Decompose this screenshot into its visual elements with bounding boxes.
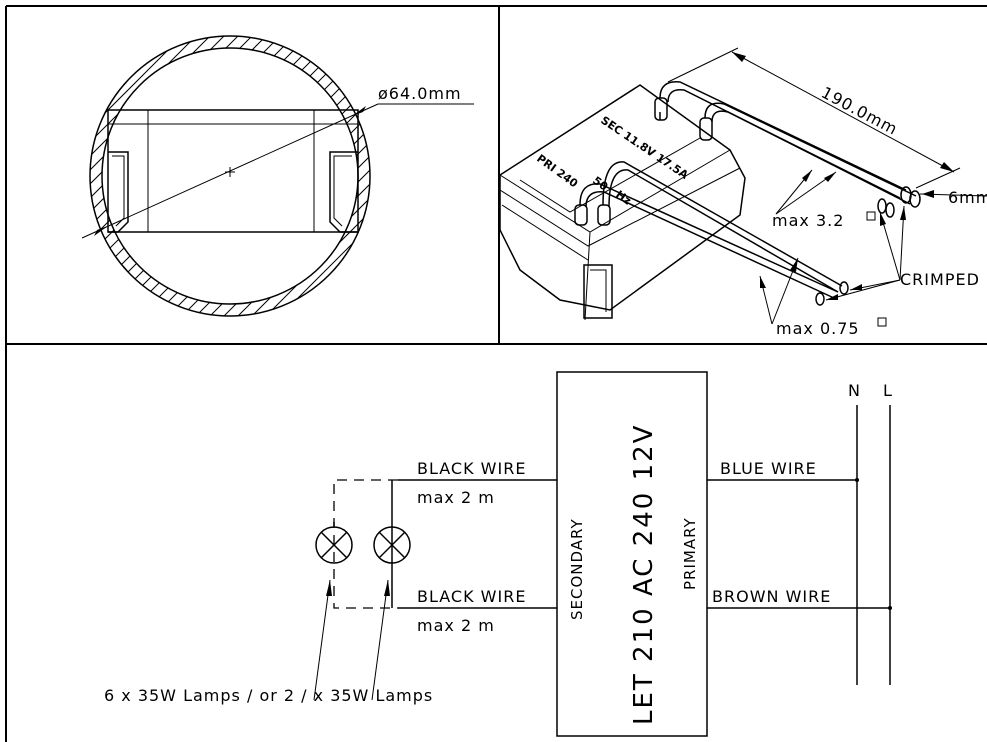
black-wire-top-length: max 2 m bbox=[417, 488, 495, 507]
brown-wire-label: BROWN WIRE bbox=[712, 587, 831, 606]
hatch-line bbox=[90, 36, 203, 316]
transformer-box bbox=[556, 371, 708, 737]
length-dimension-line bbox=[731, 51, 955, 173]
hatch-line bbox=[90, 36, 231, 316]
hatch-line bbox=[90, 36, 273, 316]
diameter-label: ø64.0mm bbox=[378, 84, 462, 103]
hatch-line bbox=[90, 36, 301, 316]
diameter-dimension-line bbox=[81, 103, 379, 239]
primary-side-label: PRIMARY bbox=[681, 517, 699, 590]
hatch-line bbox=[90, 36, 287, 316]
transformer-housing bbox=[499, 84, 746, 311]
hatch-line bbox=[90, 36, 315, 316]
lamp-note: 6 x 35W Lamps / or 2 / x 35W Lamps bbox=[104, 686, 433, 705]
isometric-view: SEC 11.8V 17.5A PRI 240 50 Hz 190.0mm 6m… bbox=[499, 47, 987, 338]
lamp-2-icon bbox=[373, 526, 411, 564]
transformer-label: LET 210 AC 240 12V bbox=[629, 424, 659, 725]
wire-diameter-label: 6mm bbox=[948, 188, 987, 207]
secondary-side-label: SECONDARY bbox=[568, 518, 586, 620]
hatch-line bbox=[90, 36, 245, 316]
hatch-line bbox=[90, 36, 370, 316]
lamp-1-icon bbox=[315, 522, 353, 564]
square-mm-symbol-2 bbox=[877, 317, 887, 327]
drawing-frame bbox=[5, 5, 987, 742]
hatch-line bbox=[259, 36, 370, 316]
hatch-line bbox=[203, 36, 370, 316]
hatch-line bbox=[90, 36, 119, 316]
length-label: 190.0mm bbox=[818, 83, 901, 139]
hatch-line bbox=[90, 36, 105, 316]
transformer-body bbox=[107, 109, 359, 233]
hatch-line bbox=[357, 36, 370, 316]
right-clip bbox=[329, 151, 358, 233]
primary-rating-marking: PRI 240 bbox=[534, 152, 580, 191]
black-wire-bottom-label: BLACK WIRE bbox=[417, 587, 526, 606]
hatch-line bbox=[90, 36, 161, 316]
live-label: L bbox=[883, 381, 893, 400]
black-wire-bottom-length: max 2 m bbox=[417, 616, 495, 635]
hatch-line bbox=[231, 36, 370, 316]
secondary-rating-marking: SEC 11.8V 17.5A bbox=[598, 114, 691, 182]
square-mm-symbol bbox=[866, 211, 876, 221]
hatch-line bbox=[90, 36, 133, 316]
hatch-line bbox=[90, 36, 91, 316]
hatch-line bbox=[90, 36, 370, 316]
hatch-line bbox=[217, 36, 370, 316]
black-wire-top-label: BLACK WIRE bbox=[417, 459, 526, 478]
primary-wire-size: max 0.75 bbox=[776, 319, 860, 338]
wiring-diagram: LET 210 AC 240 12V SECONDARY PRIMARY BLA… bbox=[104, 371, 893, 737]
hatch-line bbox=[343, 36, 370, 316]
hatch-line bbox=[273, 36, 370, 316]
neutral-label: N bbox=[848, 381, 861, 400]
secondary-wire-size: max 3.2 bbox=[772, 211, 844, 230]
hatch-line bbox=[161, 36, 370, 316]
blue-wire-label: BLUE WIRE bbox=[720, 459, 817, 478]
hatch-line bbox=[175, 36, 370, 316]
crimped-label: CRIMPED bbox=[900, 270, 980, 289]
hatch-line bbox=[90, 36, 189, 316]
hatch-line bbox=[189, 36, 370, 316]
left-clip bbox=[108, 151, 129, 233]
